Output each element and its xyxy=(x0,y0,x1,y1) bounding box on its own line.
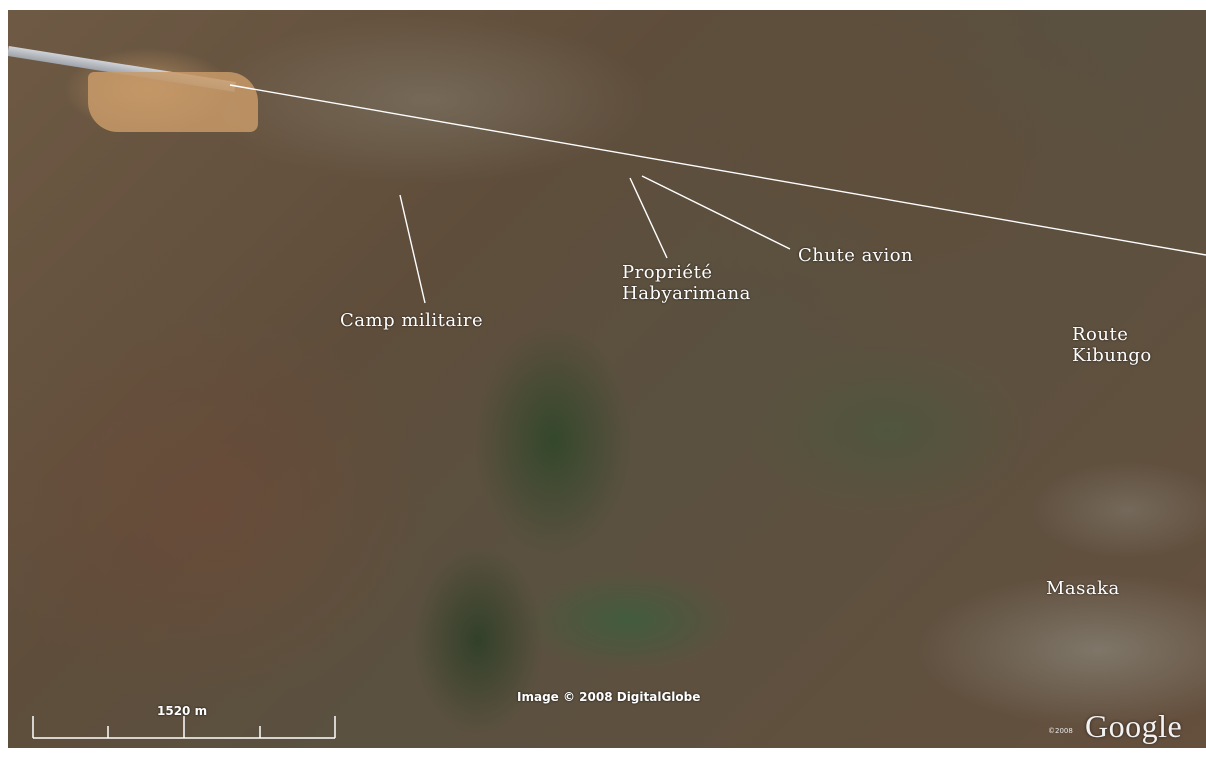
satellite-map[interactable] xyxy=(8,10,1206,748)
label-camp-militaire: Camp militaire xyxy=(340,310,483,331)
label-route-line2: Kibungo xyxy=(1072,345,1152,366)
label-camp-text: Camp militaire xyxy=(340,310,484,331)
label-route-kibungo: Route Kibungo xyxy=(1072,324,1152,366)
label-masaka: Masaka xyxy=(1046,578,1120,599)
google-logo: Google xyxy=(1085,708,1183,744)
label-masaka-text: Masaka xyxy=(1046,578,1120,599)
property-pointer-line xyxy=(629,177,668,259)
label-route-line1: Route xyxy=(1072,324,1129,345)
crash-pointer-line xyxy=(641,175,791,250)
label-chute-text: Chute avion xyxy=(798,245,914,266)
imagery-copyright: Image © 2008 DigitalGlobe xyxy=(517,690,701,704)
label-propriete-line2: Habyarimana xyxy=(622,283,751,304)
camp-pointer-line xyxy=(399,194,426,304)
airport-apron xyxy=(88,72,258,132)
scale-bar xyxy=(32,716,336,739)
logo-copyright-year: ©2008 xyxy=(1048,727,1073,735)
label-propriete-habyarimana: Propriété Habyarimana xyxy=(622,262,751,304)
label-propriete-line1: Propriété xyxy=(622,262,713,283)
scale-bar-label: 1520 m xyxy=(157,704,208,718)
flight-path-line xyxy=(229,84,1206,256)
label-chute-avion: Chute avion xyxy=(798,245,913,266)
